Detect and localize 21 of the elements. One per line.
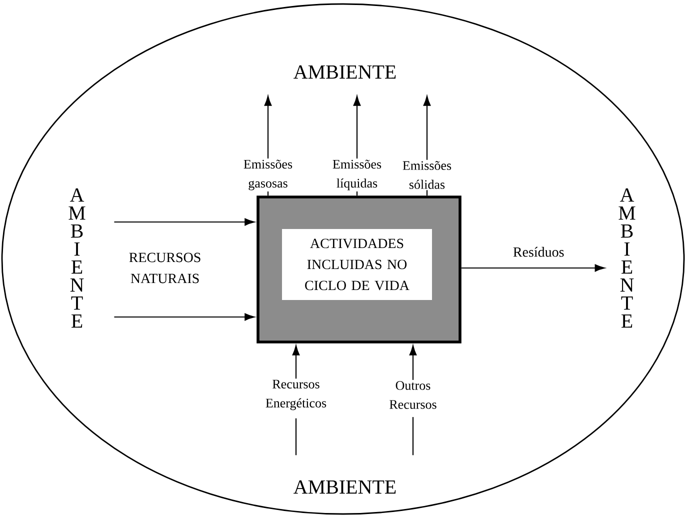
arrow	[409, 345, 417, 380]
vertical-heading: AMBIENTE	[68, 188, 86, 328]
side-label: RECURSOS NATURAIS	[129, 252, 200, 284]
edge-label: Resíduos	[513, 246, 564, 257]
vertical-heading: AMBIENTE	[618, 188, 636, 328]
arrow	[264, 96, 272, 158]
activity-box: ACTIVIDADES INCLUIDAS NO CICLO DE VIDA	[282, 229, 432, 300]
heading-text: AMBIENTE	[294, 480, 396, 494]
flow-label: Emissões sólidas	[402, 161, 452, 189]
heading-text: AMBIENTE	[294, 65, 396, 79]
environment-ellipse	[1, 3, 685, 515]
flow-label: Emissões gasosas	[244, 160, 292, 190]
arrow	[353, 96, 361, 159]
arrow	[114, 218, 255, 226]
flow-label: Outros Recursos	[390, 381, 436, 409]
flow-label: Emissões líquidas	[332, 160, 382, 190]
arrow	[461, 264, 605, 272]
arrow	[423, 96, 431, 160]
arrow	[292, 345, 300, 379]
flow-label: Recursos Energéticos	[266, 380, 326, 410]
arrow	[114, 313, 255, 321]
